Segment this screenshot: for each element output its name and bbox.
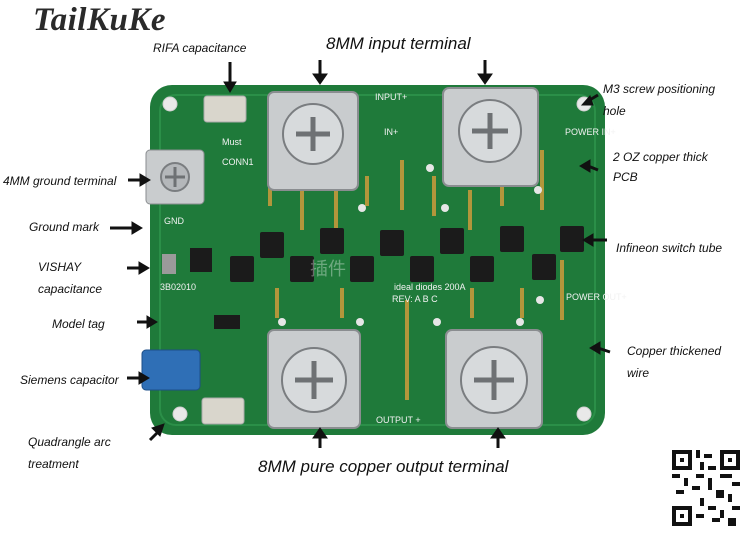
callout-m3-hole-2: hole [603,104,626,118]
callout-vishay-2: capacitance [38,282,103,296]
m3-hole-top-left [162,96,178,112]
silk-gnd: GND [164,216,185,226]
mosfet [440,228,464,254]
mosfet [320,228,344,254]
callout-model-tag: Model tag [52,317,105,331]
silk-conn: CONN1 [222,157,254,167]
mosfet [230,256,254,282]
mosfet [410,256,434,282]
callout-siemens: Siemens capacitor [20,373,119,387]
vishay-capacitor [162,254,176,274]
siemens-capacitor [141,349,201,391]
callout-vishay-1: VISHAY [38,260,82,274]
callout-ground-terminal: 4MM ground terminal [3,174,117,188]
silk-model: 3B02010 [160,282,196,292]
mosfet [260,232,284,258]
mosfet [560,226,584,252]
mosfet [380,230,404,256]
callout-quadrangle-1: Quadrangle arc [28,435,111,449]
m3-hole-bottom-right [576,406,592,422]
callout-copper-wire-1: Copper thickened [627,344,722,358]
silk-rev-line: REV: A B C [392,294,438,304]
silk-must: Must [222,137,242,147]
callout-infineon: Infineon switch tube [616,241,723,255]
callout-output-terminal: 8MM pure copper output terminal [258,457,509,476]
mosfet [350,256,374,282]
silk-rev: ideal diodes 200A [394,282,466,292]
watermark: 插件 [310,259,346,280]
callout-copper-wire-2: wire [627,366,650,380]
rifa-capacitor [203,95,247,123]
silk-output: OUTPUT + [376,415,421,425]
callout-copper-pcb-2: PCB [613,170,638,184]
silk-power-in: POWER IN+ [565,127,616,137]
callout-m3-hole-1: M3 screw positioning [603,82,716,96]
silk-in-plus: IN+ [384,127,398,137]
mosfet [532,254,556,280]
callout-copper-pcb-1: 2 OZ copper thick [613,150,708,164]
m3-hole-bottom-left [172,406,188,422]
silk-input: INPUT+ [375,92,407,102]
brand-logo: TailKuKe [33,2,166,38]
silk-power-out: POWER OUT+ [566,292,627,302]
callout-rifa: RIFA capacitance [153,41,247,55]
mosfet [500,226,524,252]
rifa-capacitor [201,397,245,425]
callout-ground-mark: Ground mark [29,220,100,234]
qr-code [672,450,740,526]
mosfet [290,256,314,282]
callout-input-terminal: 8MM input terminal [326,34,471,53]
mosfet [470,256,494,282]
callout-quadrangle-2: treatment [28,457,79,471]
